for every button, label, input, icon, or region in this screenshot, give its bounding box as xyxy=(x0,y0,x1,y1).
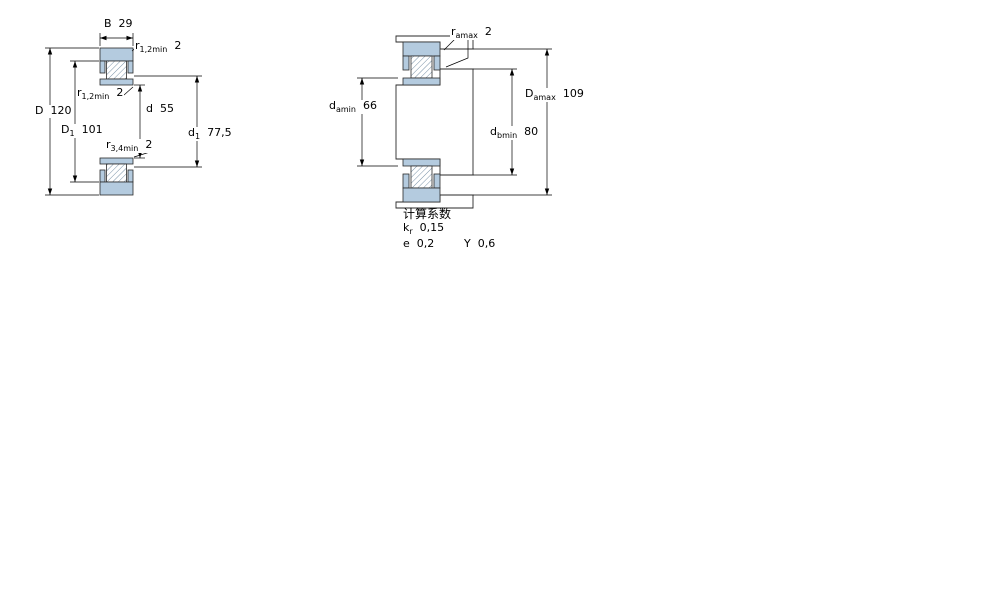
outer-ring-bottom xyxy=(402,187,441,203)
inner-ring-bottom xyxy=(99,157,134,165)
outer-ring-top xyxy=(99,47,134,62)
outer-ring-flange-right-top xyxy=(433,55,441,71)
roller-bottom xyxy=(410,165,433,189)
outer-ring-top xyxy=(402,41,441,57)
inner-ring-top xyxy=(99,78,134,86)
outer-ring-flange-right-top xyxy=(127,60,134,74)
inner-ring-bottom xyxy=(402,158,441,167)
outer-ring-flange-left-bottom xyxy=(99,169,106,183)
right-mounting-cross-section xyxy=(357,35,552,209)
outer-ring-flange-left-top xyxy=(402,55,410,71)
outer-ring-flange-left-bottom xyxy=(402,173,410,189)
outer-ring-flange-right-bottom xyxy=(127,169,134,183)
inner-ring-top xyxy=(402,77,441,86)
roller-top xyxy=(106,60,127,80)
outer-ring-bottom xyxy=(99,181,134,196)
leader-r12-mid xyxy=(123,86,134,96)
calc-factors-title: 计算系数 xyxy=(403,207,452,221)
left-bearing-cross-section xyxy=(45,33,202,196)
roller-bottom xyxy=(106,163,127,183)
outer-ring-flange-right-bottom xyxy=(433,173,441,189)
leader-ra-shaft xyxy=(445,38,469,68)
outer-ring-flange-left-top xyxy=(99,60,106,74)
roller-top xyxy=(410,55,433,79)
